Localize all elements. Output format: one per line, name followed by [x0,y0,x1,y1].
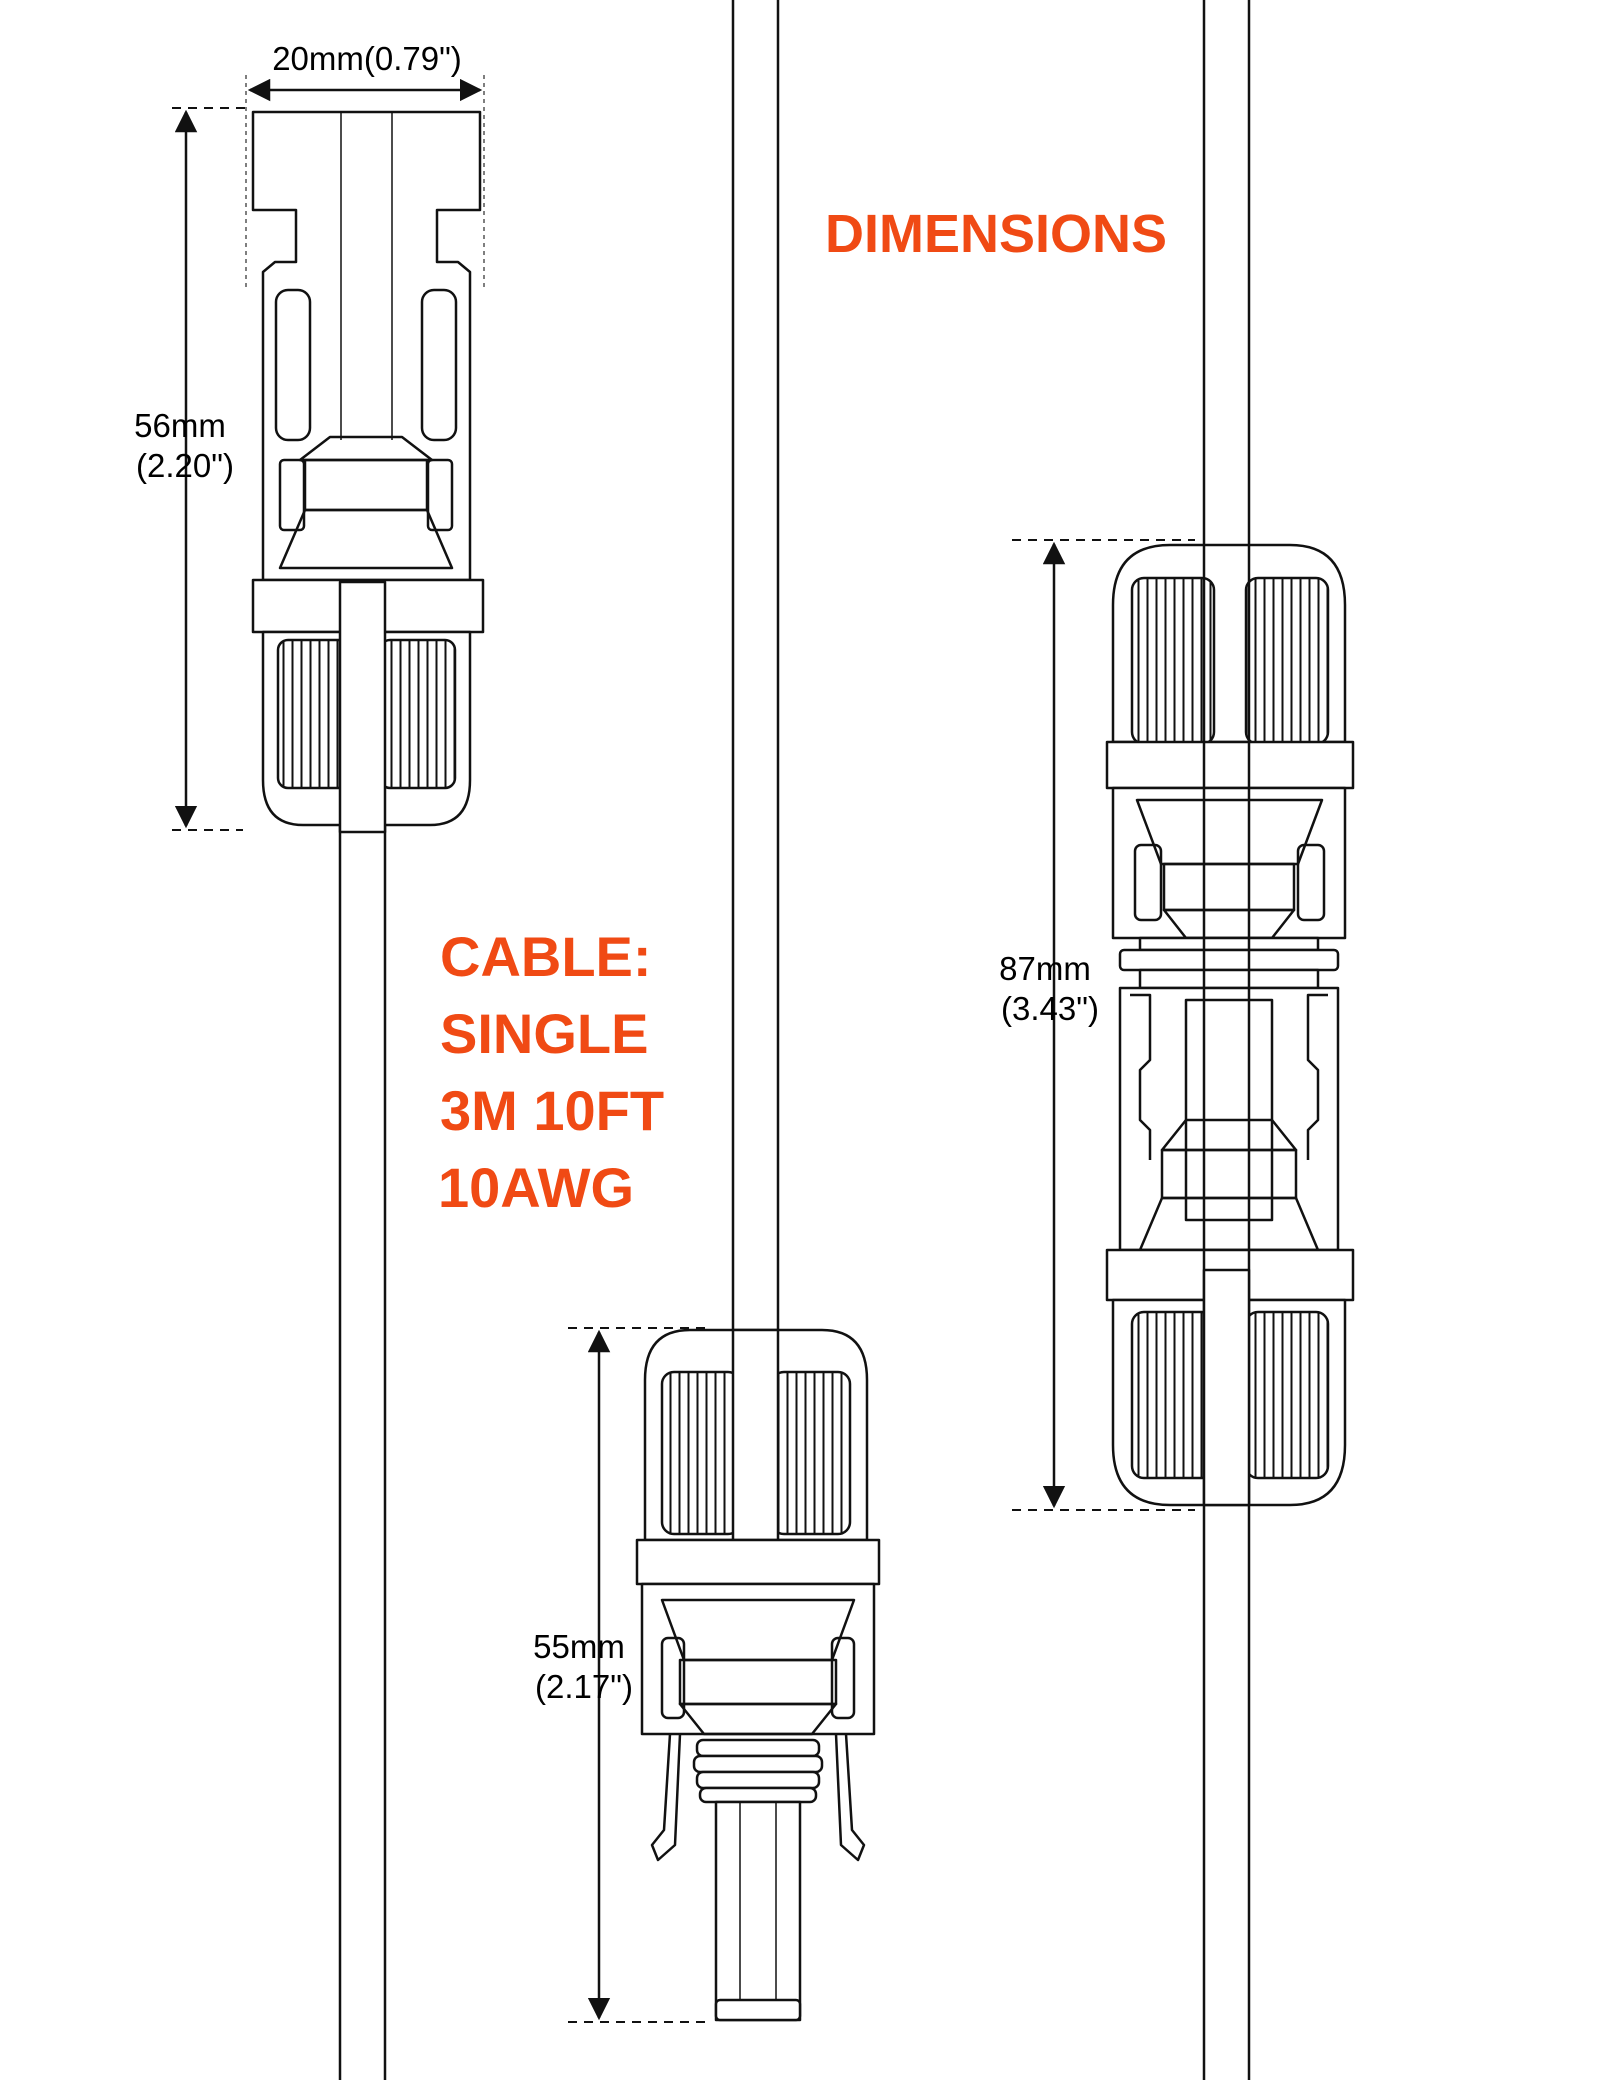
male-connector [635,1328,881,2022]
width-dimension: 20mm(0.79") [245,40,485,290]
male-height-mm: 55mm [533,1628,625,1665]
cable-spec-line-2: SINGLE [440,1002,648,1065]
page-title: DIMENSIONS [825,204,1167,264]
male-height-dimension: 55mm (2.17") [533,1327,705,2023]
cable-spec-line-3: 3M 10FT [440,1079,664,1142]
assembled-connector [1105,543,1355,1507]
assembled-height-inch: (3.43") [1001,990,1099,1027]
width-label: 20mm(0.79") [272,40,462,77]
male-height-inch: (2.17") [535,1668,633,1705]
assembled-height-dimension: 87mm (3.43") [999,539,1195,1511]
cable-middle [731,0,780,1540]
female-height-mm: 56mm [134,407,226,444]
female-height-dimension: 56mm (2.20") [134,107,250,831]
cable-spec: CABLE: SINGLE 3M 10FT 10AWG [438,925,664,1219]
female-connector [251,110,485,834]
female-height-inch: (2.20") [136,447,234,484]
assembled-height-mm: 87mm [999,950,1091,987]
cable-spec-line-1: CABLE: [440,925,652,988]
cable-spec-line-4: 10AWG [438,1156,634,1219]
